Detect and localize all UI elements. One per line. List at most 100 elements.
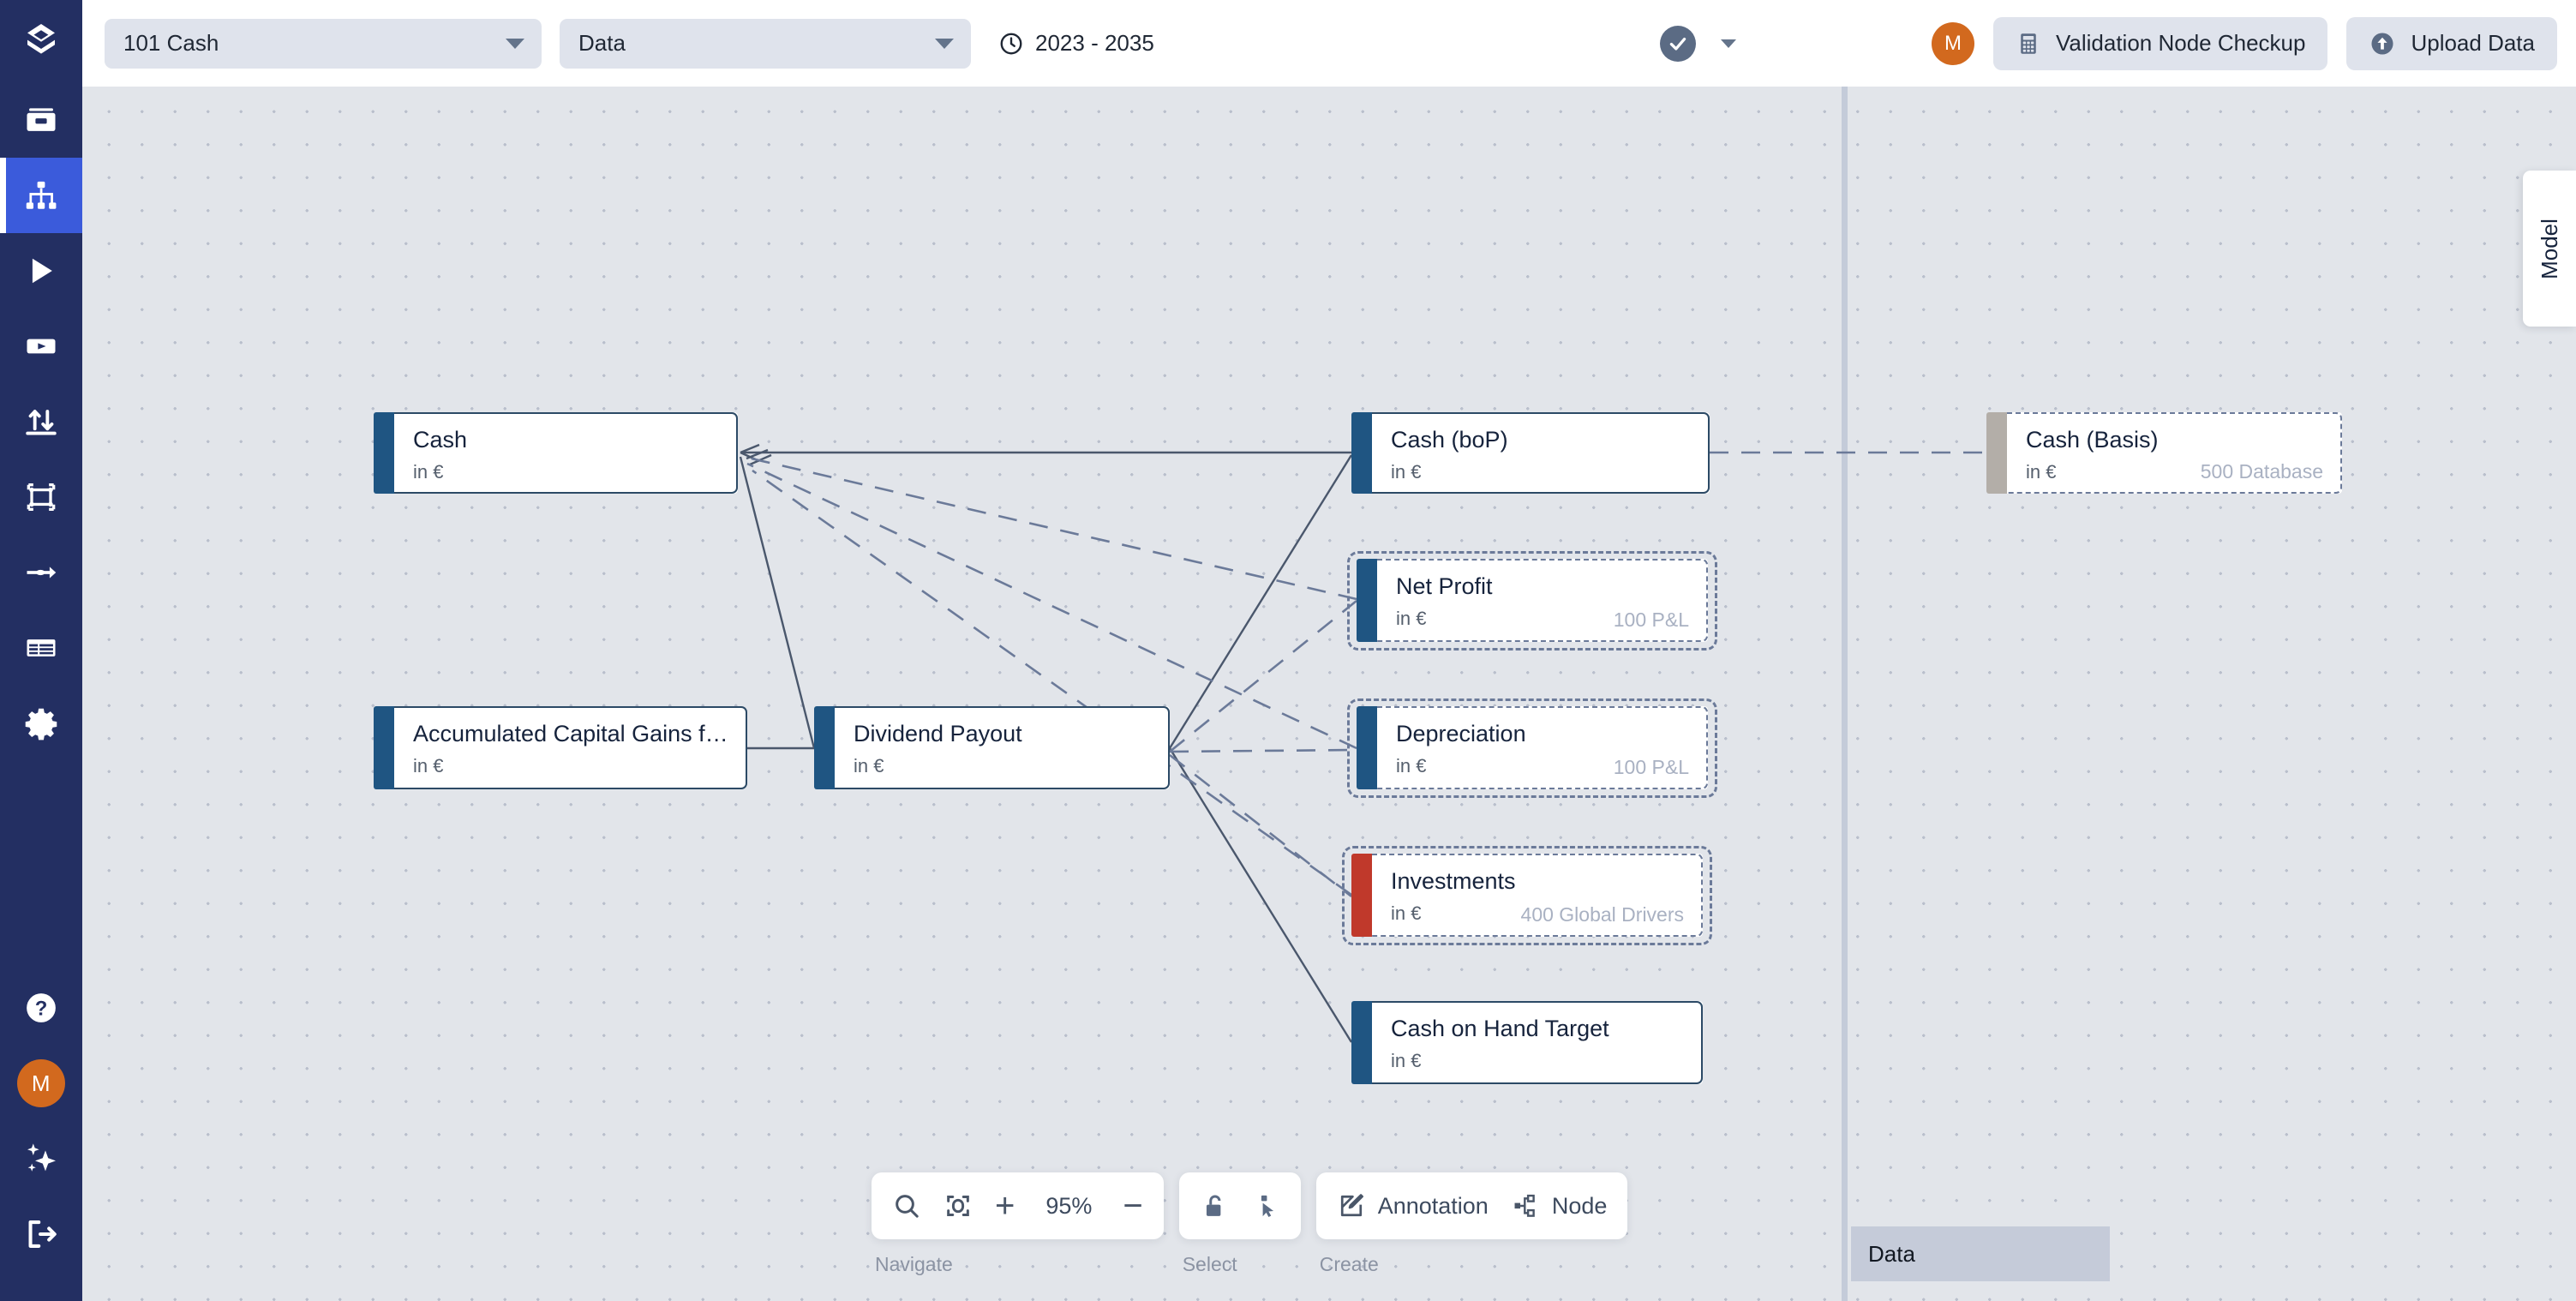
sidebar-item-table[interactable] <box>0 610 82 686</box>
node-subtitle: in € <box>1391 902 1422 924</box>
node-investments[interactable]: Investments in € 400 Global Drivers <box>1351 854 1703 937</box>
sidebar-item-scenario[interactable] <box>0 309 82 384</box>
node-accent-bar <box>1986 412 2007 494</box>
sidebar-item-model-tree[interactable] <box>0 158 82 233</box>
node-title: Accumulated Capital Gains f… <box>413 722 728 746</box>
node-button[interactable]: Node <box>1511 1191 1607 1220</box>
node-body: Depreciation in € 100 P&L <box>1377 706 1708 789</box>
node-body: Net Profit in € 100 P&L <box>1377 559 1708 642</box>
cursor-arrow-icon <box>1261 1195 1273 1218</box>
node-dividend-payout[interactable]: Dividend Payout in € <box>814 706 1170 789</box>
node-depreciation[interactable]: Depreciation in € 100 P&L <box>1357 706 1708 789</box>
check-circle-icon <box>1659 25 1696 62</box>
node-cash-on-hand-target[interactable]: Cash on Hand Target in € <box>1351 1001 1703 1084</box>
period-value: 2023 - 2035 <box>1035 30 1154 56</box>
node-body: Accumulated Capital Gains f… in € <box>394 706 747 789</box>
node-subtitle: in € <box>2026 460 2057 483</box>
layers-logo-icon <box>27 24 55 54</box>
node-accent-bar <box>1351 854 1372 937</box>
node-tag: 500 Database <box>2200 460 2323 483</box>
node-body: Cash (Basis) in € 500 Database <box>2007 412 2342 494</box>
status-selector[interactable] <box>1659 25 1736 62</box>
edge-dividend-to-depreciation <box>1169 748 1357 753</box>
sidebar-item-archive[interactable] <box>0 82 82 158</box>
arrow-flow-icon <box>27 567 57 579</box>
navigate-caption: Navigate <box>875 1253 953 1275</box>
lock-button[interactable] <box>1200 1191 1229 1220</box>
annotation-button[interactable]: Annotation <box>1337 1191 1489 1220</box>
clock-icon <box>1000 33 1022 54</box>
model-canvas[interactable]: Cash in € Accumulated Capital Gains f… i… <box>82 87 2576 1301</box>
model-panel-tab[interactable]: Model <box>2523 171 2576 327</box>
node-tag: 100 P&L <box>1613 609 1689 631</box>
node-title: Cash <box>413 428 468 453</box>
node-subtitle: in € <box>1396 754 1427 776</box>
node-title: Depreciation <box>1396 722 1526 746</box>
edge-dividend-to-investments <box>1169 753 1352 898</box>
chevron-down-icon <box>935 38 954 49</box>
node-cash[interactable]: Cash in € <box>374 412 738 494</box>
node-cash-basis[interactable]: Cash (Basis) in € 500 Database <box>1986 412 2342 494</box>
node-accent-bar <box>374 706 394 789</box>
sidebar-item-help[interactable]: ? <box>0 970 82 1046</box>
validation-node-checkup-label: Validation Node Checkup <box>2055 30 2306 56</box>
pointer-button[interactable] <box>1251 1191 1280 1220</box>
sidebar-item-logout[interactable] <box>0 1196 82 1272</box>
open-lock-icon <box>1206 1195 1221 1216</box>
sidebar-item-settings[interactable] <box>0 686 82 761</box>
sidebar-item-transfer[interactable] <box>0 384 82 459</box>
node-accent-bar <box>1351 1001 1372 1084</box>
node-tag: 100 P&L <box>1613 756 1689 778</box>
toolbar-group-navigate: + 95% − Navigate <box>872 1172 1164 1276</box>
question-circle-icon: ? <box>27 993 56 1022</box>
edge-investments-to-cash <box>752 469 1352 896</box>
node-body: Cash on Hand Target in € <box>1372 1001 1703 1084</box>
model-select[interactable]: 101 Cash <box>105 18 542 69</box>
node-accent-bar <box>1357 706 1377 789</box>
node-cash-bop[interactable]: Cash (boP) in € <box>1351 412 1710 494</box>
node-subtitle: in € <box>1396 607 1427 629</box>
sidebar-item-ai-assist[interactable] <box>0 1121 82 1196</box>
annotation-label: Annotation <box>1377 1192 1489 1219</box>
node-accent-bar <box>374 412 394 494</box>
node-body: Dividend Payout in € <box>835 706 1170 789</box>
validation-node-checkup-button[interactable]: Validation Node Checkup <box>1992 16 2328 70</box>
zoom-out-button[interactable]: − <box>1123 1187 1143 1225</box>
node-subtitle: in € <box>854 754 884 776</box>
node-accent-bar <box>1357 559 1377 642</box>
zoom-in-button[interactable]: + <box>995 1187 1015 1225</box>
create-pill: Annotation Node <box>1315 1172 1628 1239</box>
chevron-down-icon <box>506 38 524 49</box>
sidebar-item-run[interactable] <box>0 233 82 309</box>
play-icon <box>32 258 52 284</box>
node-subtitle: in € <box>1391 1049 1422 1071</box>
node-title: Dividend Payout <box>854 722 1022 746</box>
top-toolbar: 101 Cash Data 2023 - 2035 M <box>82 0 2576 87</box>
topbar-avatar[interactable]: M <box>1931 21 1974 65</box>
chevron-down-icon <box>1720 39 1736 48</box>
create-caption: Create <box>1319 1253 1379 1275</box>
toolbar-group-select: Select <box>1178 1172 1301 1276</box>
select-caption: Select <box>1182 1253 1237 1275</box>
data-chip[interactable]: Data <box>1851 1226 2110 1281</box>
node-body: Cash (boP) in € <box>1372 412 1710 494</box>
app-logo[interactable] <box>0 0 82 82</box>
magnifier-icon <box>896 1195 919 1218</box>
archive-box-icon <box>27 108 56 131</box>
view-select[interactable]: Data <box>560 18 971 69</box>
sidebar-item-layout[interactable] <box>0 459 82 535</box>
fit-to-screen-button[interactable] <box>944 1191 973 1220</box>
upload-data-button[interactable]: Upload Data <box>2346 16 2557 70</box>
node-accumulated-capital-gains[interactable]: Accumulated Capital Gains f… in € <box>374 706 747 789</box>
bounding-box-icon <box>27 483 56 511</box>
search-button[interactable] <box>892 1191 921 1220</box>
sidebar-item-profile[interactable]: M <box>0 1046 82 1121</box>
edge-layer <box>738 443 1986 1043</box>
select-pill <box>1178 1172 1301 1239</box>
edge-netprofit-to-cash <box>743 455 1357 601</box>
period-selector[interactable]: 2023 - 2035 <box>998 30 1154 57</box>
sidebar-item-flow[interactable] <box>0 535 82 610</box>
node-net-profit[interactable]: Net Profit in € 100 P&L <box>1357 559 1708 642</box>
node-accent-bar <box>814 706 835 789</box>
